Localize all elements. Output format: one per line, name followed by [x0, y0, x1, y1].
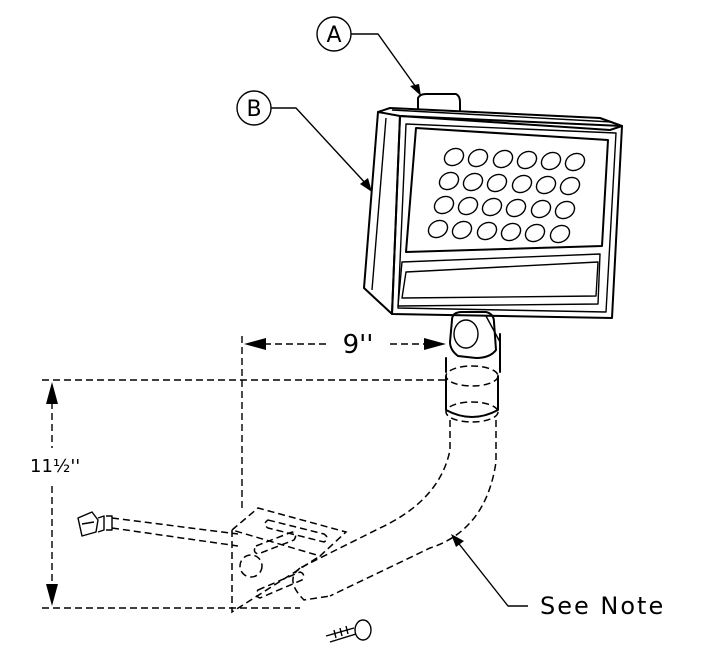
led	[554, 200, 576, 220]
wall-bracket	[230, 507, 348, 614]
arm-outer-edge	[299, 420, 451, 569]
led	[481, 197, 503, 217]
dimension-vertical: 11½''	[30, 379, 446, 609]
front-face-inner	[397, 123, 617, 313]
top-clip	[417, 93, 461, 111]
callout-b-leader	[271, 107, 369, 187]
front-face-outer	[391, 115, 623, 319]
callout-a-label: A	[326, 23, 341, 48]
led	[524, 223, 546, 243]
led	[549, 224, 571, 244]
led	[427, 219, 449, 239]
wall-screw-head	[77, 511, 99, 537]
led	[492, 149, 514, 169]
dim-h-arrow-left	[244, 338, 266, 350]
led	[535, 175, 557, 195]
collar-bottom-ellipse	[445, 401, 499, 423]
bracket-slot-side-2	[255, 571, 305, 599]
arm-neck	[445, 333, 501, 373]
callout-a-leader	[351, 33, 419, 91]
led	[462, 172, 484, 192]
bracket-slot-top	[264, 519, 328, 543]
floodlight-fixture	[363, 93, 623, 319]
led	[516, 150, 538, 170]
arm-collar	[445, 365, 499, 423]
bottom-screw	[325, 619, 372, 643]
bracket-slot-side-1	[253, 531, 297, 555]
bracket-top-plate	[230, 507, 348, 557]
bottom-screw-head	[354, 619, 372, 641]
wall-screw-thread	[97, 515, 113, 533]
led	[438, 171, 460, 191]
led-array	[427, 147, 586, 244]
led	[564, 152, 586, 172]
housing-top-rim	[391, 109, 613, 123]
led	[500, 222, 522, 242]
led	[457, 196, 479, 216]
led	[505, 198, 527, 218]
led-panel	[405, 127, 609, 253]
led	[476, 221, 498, 241]
swivel-knuckle	[449, 311, 501, 359]
collar-top-ellipse	[445, 365, 499, 387]
bracket-side-plate	[231, 530, 321, 614]
led	[443, 147, 465, 167]
collar-body	[445, 375, 499, 418]
knuckle-pivot	[453, 319, 479, 349]
callout-a: A	[316, 16, 421, 96]
led	[511, 174, 533, 194]
housing-side	[363, 111, 401, 315]
wall-screw	[77, 511, 239, 547]
lower-panel-outer	[397, 253, 601, 307]
bracket-hole	[239, 554, 263, 578]
led	[486, 173, 508, 193]
dim-v-label: 11½''	[30, 456, 80, 477]
knuckle-body	[449, 311, 497, 359]
dimension-horizontal: 9''	[241, 330, 446, 510]
see-note-callout: See Note	[451, 534, 665, 620]
callout-b: B	[236, 90, 372, 192]
knuckle-edge	[485, 315, 501, 343]
dim-v-arrow-top	[46, 382, 58, 404]
bottom-screw-thread	[325, 625, 357, 643]
dim-h-arrow-right	[424, 338, 446, 350]
led	[559, 176, 581, 196]
arm-end	[292, 567, 331, 601]
dim-v-arrow-bottom	[46, 584, 58, 606]
led	[530, 199, 552, 219]
wall-screw-shaft	[111, 517, 239, 547]
callout-b-arrowhead	[360, 178, 372, 192]
see-note-arrowhead	[451, 534, 464, 547]
curved-arm	[292, 420, 497, 601]
callout-a-arrowhead	[410, 84, 421, 96]
see-note-label: See Note	[540, 592, 665, 620]
see-note-leader	[455, 539, 528, 607]
wall-screw-slot	[81, 521, 95, 525]
callout-b-label: B	[246, 97, 261, 122]
dim-h-label: 9''	[343, 330, 374, 360]
led	[433, 195, 455, 215]
housing-side-edge	[371, 117, 387, 291]
lower-panel-inner	[401, 261, 599, 299]
led	[451, 220, 473, 240]
arm-inner-edge	[329, 420, 497, 597]
led	[467, 148, 489, 168]
led	[540, 151, 562, 171]
